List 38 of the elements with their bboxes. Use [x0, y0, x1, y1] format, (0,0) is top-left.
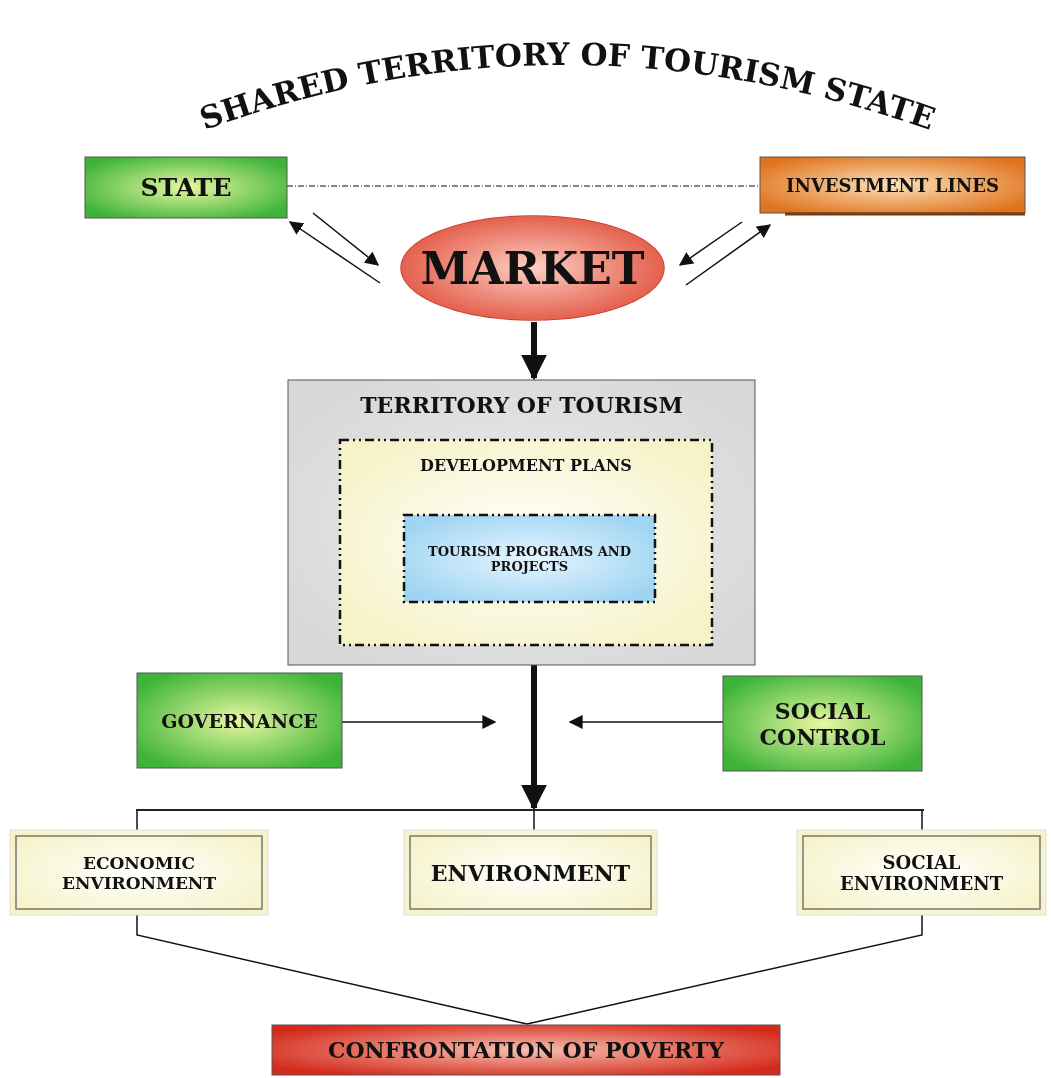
connector-line — [526, 914, 923, 1025]
arrow — [685, 224, 772, 286]
panel-heading: TERRITORY OF TOURISM — [359, 392, 684, 418]
arrow — [341, 715, 497, 729]
project-box — [404, 515, 655, 602]
arrow — [312, 212, 380, 266]
node-label: STATE — [139, 173, 233, 202]
connector-line — [286, 185, 761, 187]
outcome-box — [404, 830, 657, 915]
node-label: ECONOMIC ENVIRONMENT — [60, 852, 218, 893]
connector-line — [136, 810, 138, 831]
panel-heading: DEVELOPMENT PLANS — [419, 456, 633, 475]
outcome-box — [10, 830, 268, 915]
process-box — [723, 676, 922, 771]
outcome-box — [797, 830, 1046, 915]
market-ellipse — [400, 215, 665, 321]
territory-panel — [288, 380, 755, 665]
result-box — [272, 1025, 780, 1075]
connector-line — [533, 810, 535, 831]
node-label: CONFRONTATION OF POVERTY — [326, 1037, 726, 1063]
process-box — [85, 157, 287, 218]
process-box — [137, 673, 342, 768]
arrow — [678, 221, 743, 266]
node-label: SOCIAL ENVIRONMENT — [838, 851, 1005, 894]
node-label: GOVERNANCE — [160, 709, 319, 732]
node-label: INVESTMENT LINES — [785, 174, 1000, 196]
node-label: ENVIRONMENT — [429, 859, 632, 886]
connector-line — [136, 914, 528, 1025]
arrow — [288, 221, 381, 284]
arrow — [521, 665, 547, 811]
node-label: TOURISM PROGRAMS AND PROJECTS — [427, 543, 632, 574]
node-label: SOCIAL CONTROL — [758, 697, 887, 750]
connector-line — [921, 810, 923, 831]
arrow — [568, 715, 724, 729]
plans-box — [340, 440, 712, 645]
process-box — [760, 157, 1025, 213]
arrow — [521, 322, 547, 381]
node-label: MARKET — [419, 242, 646, 294]
